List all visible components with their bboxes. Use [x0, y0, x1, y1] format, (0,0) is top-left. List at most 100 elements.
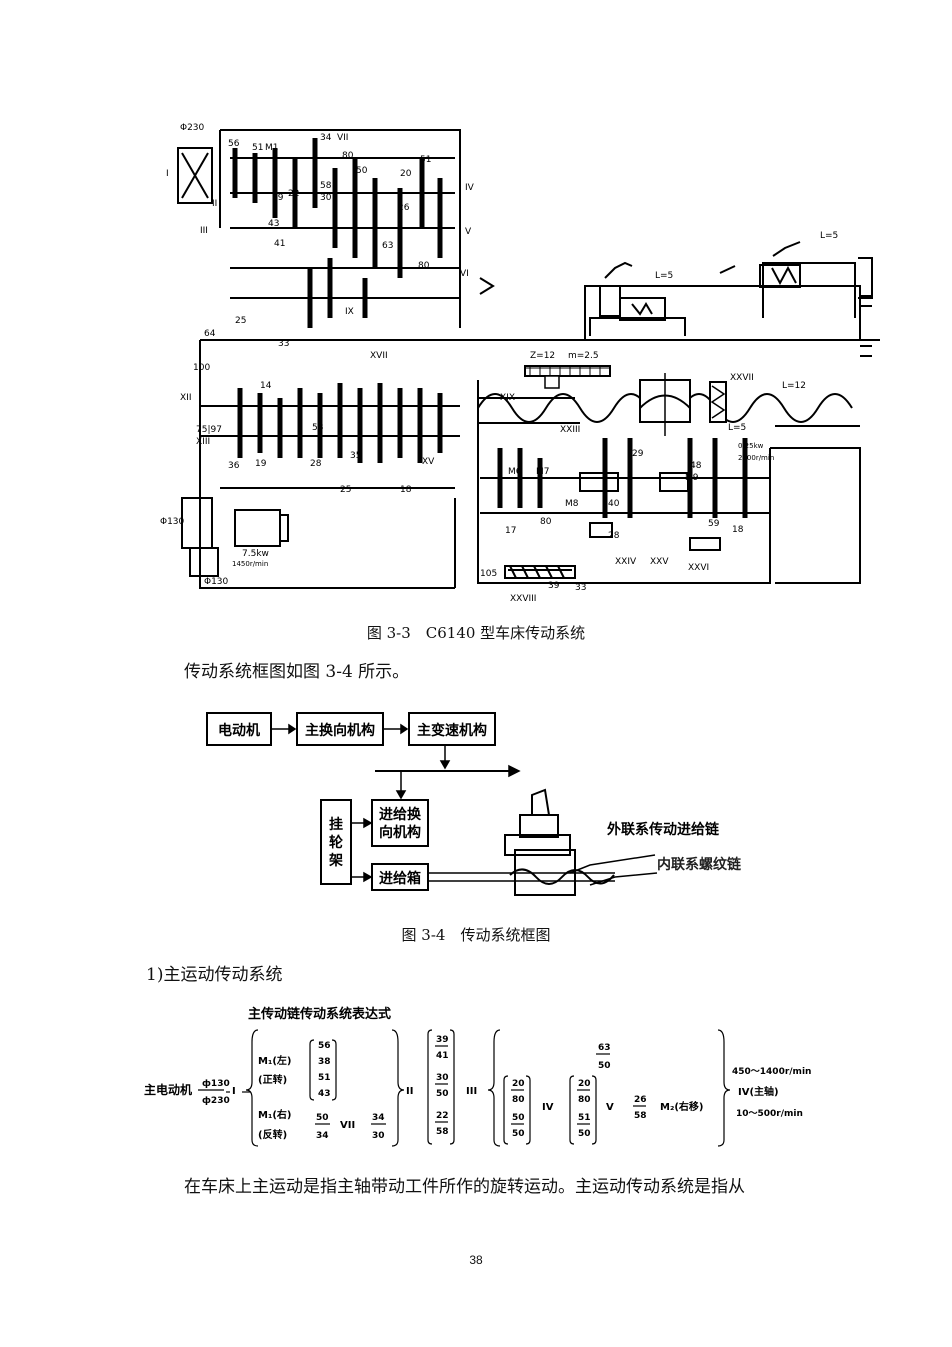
label-40: 40 [608, 499, 620, 509]
frac-80: 80 [512, 1095, 525, 1105]
label-motor-kw: 7.5kw [242, 549, 269, 559]
label-l12: L=12 [782, 381, 806, 391]
label-33b: 33 [575, 583, 586, 593]
frac-50f: 50 [578, 1129, 591, 1139]
label-m6: M6 [508, 467, 522, 477]
label-xxv: XXV [650, 557, 669, 567]
label-25: 25 [235, 316, 246, 326]
label-speed-rpm: 2800r/min [738, 454, 774, 462]
label-xvii: XVII [370, 351, 388, 361]
frac-20b: 20 [578, 1079, 591, 1089]
frac-38: 38 [318, 1057, 331, 1067]
label-hanger-1: 挂 [329, 816, 343, 833]
label-35: 35 [350, 451, 361, 461]
paragraph-intro: 传动系统框图如图 3-4 所示。 [184, 662, 410, 682]
frac-50e: 50 [512, 1129, 525, 1139]
frac-39: 39 [436, 1035, 449, 1045]
formula-forward: (正转) [258, 1073, 287, 1086]
label-18b: 18 [732, 525, 744, 535]
label-main-gearbox: 主变速机构 [417, 722, 487, 739]
label-22: 22 [288, 189, 299, 199]
lathe-transmission-diagram: Φ230 56 51 M1 34 VII 80 50 20 51 IV 58 3… [160, 123, 880, 604]
label-xxiii: XXIII [560, 425, 580, 435]
frac-22: 22 [436, 1111, 449, 1121]
label-17: 17 [505, 526, 516, 536]
label-vii: VII [337, 133, 348, 143]
box-motor [206, 712, 272, 746]
label-m8: M8 [565, 499, 579, 509]
formula-shaft-ii: II [406, 1086, 413, 1097]
label-14: 14 [260, 381, 272, 391]
frac-20: 20 [512, 1079, 525, 1089]
label-28b: 28 [608, 531, 620, 541]
diagram-labels: Φ230 56 51 M1 34 VII 80 50 20 51 IV 58 3… [160, 123, 838, 604]
frac-50b: 50 [436, 1089, 449, 1099]
label-80: 80 [342, 151, 354, 161]
label-30: 30 [320, 193, 332, 203]
label-64: 64 [204, 329, 216, 339]
box-main-reverse [296, 712, 384, 746]
formula-lead: 主电动机 [144, 1082, 192, 1097]
label-z12: Z=12 [530, 351, 555, 361]
label-50: 50 [356, 166, 368, 176]
label-25b: 25 [340, 485, 351, 495]
label-hanger-3: 架 [328, 852, 343, 869]
frac-58: 58 [436, 1127, 449, 1137]
label-d230: Φ230 [180, 123, 205, 133]
page-number: 38 [469, 1253, 483, 1267]
formula-m1-left: M₁(左) [258, 1054, 291, 1067]
label-xiii: XIII [196, 437, 210, 447]
label-d130: Φ130 [160, 517, 185, 527]
label-7597: 75|97 [196, 425, 222, 435]
formula-output-2: IV(主轴) [738, 1085, 779, 1098]
frac-51: 51 [318, 1073, 331, 1083]
label-m7: M7 [536, 467, 550, 477]
paragraph-main-motion: 在车床上主运动是指主轴带动工件所作的旋转运动。主运动传动系统是指从 [184, 1177, 745, 1197]
formula-m2: M₂(右移) [660, 1100, 703, 1113]
label-d130b: Φ130 [204, 577, 229, 587]
label-36: 36 [228, 461, 240, 471]
formula-shaft-vii: VII [340, 1120, 355, 1131]
label-m9: M9 [685, 473, 699, 483]
label-motor-rpm: 1450r/min [232, 560, 268, 568]
label-iii: III [200, 226, 208, 236]
label-51: 51 [252, 143, 263, 153]
box-feed-reverse [371, 799, 429, 847]
label-main-reverse: 主换向机构 [305, 722, 375, 739]
formula-pulley-den: ф230 [202, 1096, 230, 1106]
label-48: 48 [690, 461, 702, 471]
label-63: 63 [382, 241, 393, 251]
label-105: 105 [480, 569, 497, 579]
frac-51b: 51 [578, 1113, 591, 1123]
frac-41: 41 [436, 1051, 449, 1061]
label-v: V [465, 227, 472, 237]
frac-34: 34 [316, 1131, 329, 1141]
formula-shaft-i: I [232, 1086, 236, 1097]
label-80b: 80 [418, 261, 430, 271]
transmission-block-diagram-main: 电动机 主换向机构 主变速机构 进给换 向机构 挂 轮 架 进给箱 外联系传动进… [205, 705, 765, 900]
label-xii: XII [180, 393, 191, 403]
label-xxviii: XXVIII [510, 594, 536, 604]
label-l5b: L=5 [655, 271, 673, 281]
label-51b: 51 [420, 155, 431, 165]
label-xxvii: XXVII [730, 373, 754, 383]
label-19: 19 [255, 459, 267, 469]
frac-80b: 80 [578, 1095, 591, 1105]
formula-shaft-v: V [606, 1102, 614, 1113]
label-vi: VI [460, 269, 469, 279]
label-18: 18 [400, 485, 412, 495]
label-41: 41 [274, 239, 285, 249]
box-hanger-gear [320, 799, 352, 885]
frac-50d: 50 [512, 1113, 525, 1123]
label-20: 20 [400, 169, 412, 179]
label-39: 39 [272, 193, 284, 203]
label-l5c: L=5 [820, 231, 838, 241]
frac-63: 63 [598, 1043, 611, 1053]
formula-output-3: 10～500r/min [736, 1109, 803, 1119]
label-motor: 电动机 [218, 722, 260, 739]
label-80c: 80 [540, 517, 552, 527]
box-feedbox [371, 863, 429, 891]
label-l5a: L=5 [728, 423, 746, 433]
frac-58b: 58 [634, 1111, 647, 1121]
figure-3-4-caption: 图 3-4 传动系统框图 [401, 926, 551, 944]
